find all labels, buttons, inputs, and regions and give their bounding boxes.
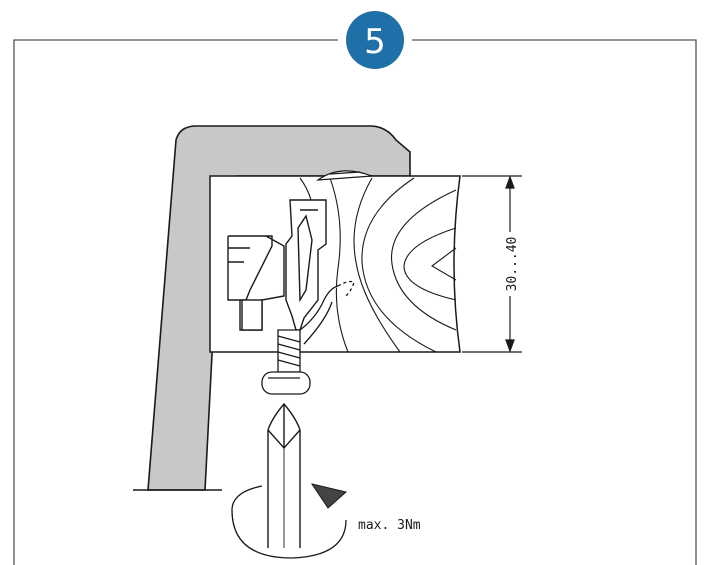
- screw-top-head: [315, 170, 373, 181]
- screw-icon: [261, 280, 355, 395]
- thickness-dimension: [462, 175, 522, 353]
- screwdriver-icon: [267, 402, 301, 548]
- step-number-badge: 5: [346, 11, 404, 69]
- wood-grain: [299, 177, 457, 353]
- thickness-label: 30...40: [505, 237, 520, 292]
- worktop-board: [209, 175, 461, 353]
- rotation-arrow-icon: [231, 483, 348, 559]
- anchor-plug: [285, 199, 327, 331]
- step-number: 5: [364, 22, 386, 62]
- mounting-clip: [227, 235, 285, 331]
- torque-label: max. 3Nm: [358, 518, 421, 533]
- frame: [13, 39, 697, 565]
